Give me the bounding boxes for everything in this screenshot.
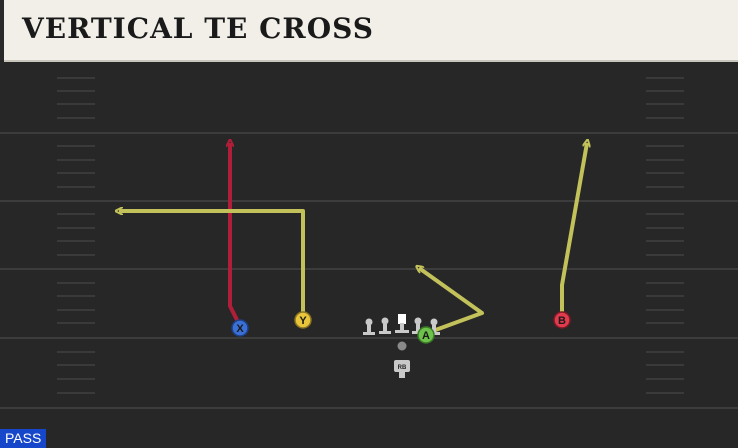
receiver-x-label: X xyxy=(236,323,244,335)
offensive-line xyxy=(363,314,440,335)
receiver-b-icon[interactable]: B xyxy=(553,311,571,329)
receiver-b-label: B xyxy=(558,315,566,327)
receiver-x-icon[interactable]: X xyxy=(231,319,249,337)
yard-lines xyxy=(0,132,738,409)
route-b xyxy=(560,143,587,318)
lineman-icon xyxy=(379,317,391,334)
running-back-icon: RB xyxy=(394,360,410,378)
window-edge xyxy=(0,0,4,60)
route-x xyxy=(230,143,242,327)
route-y xyxy=(119,211,305,318)
receiver-a-icon[interactable]: A xyxy=(417,326,435,344)
center-icon xyxy=(395,314,409,333)
receiver-y-icon[interactable]: Y xyxy=(294,311,312,329)
route-a xyxy=(419,268,484,334)
play-type-badge: PASS xyxy=(0,429,47,448)
rb-label: RB xyxy=(398,365,407,371)
hash-marks-left xyxy=(57,77,95,394)
title-bar: VERTICAL TE CROSS xyxy=(4,0,738,60)
receiver-a-label: A xyxy=(422,330,430,342)
play-title: VERTICAL TE CROSS xyxy=(22,12,374,45)
receiver-y-label: Y xyxy=(299,315,307,327)
lineman-icon xyxy=(363,318,375,335)
hash-marks-right xyxy=(646,77,684,394)
football-field xyxy=(0,62,738,448)
quarterback-icon xyxy=(397,341,407,351)
